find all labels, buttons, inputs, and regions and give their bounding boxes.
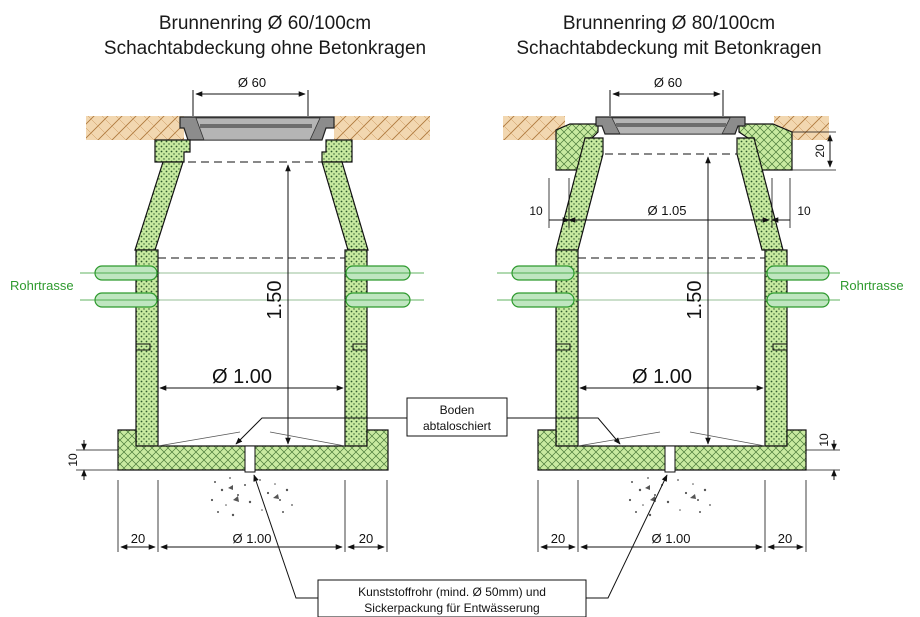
left-base-height-label: 10 <box>66 453 80 467</box>
right-base-dia-label: Ø 1.00 <box>651 531 690 546</box>
left-inner-dia-label: Ø 1.00 <box>212 366 272 388</box>
left-base-right-label: 20 <box>359 531 373 546</box>
right-bottom-dimensions: 20 Ø 1.00 20 <box>537 480 807 552</box>
right-soil-left <box>503 116 565 140</box>
right-drain-pipe <box>664 445 676 473</box>
left-height-label: 1.50 <box>264 281 286 320</box>
left-pipe-route: Rohrtrasse <box>10 265 424 308</box>
right-title-line2: Schachtabdeckung mit Betonkragen <box>516 38 821 59</box>
left-cover-dia-label: Ø 60 <box>238 75 266 90</box>
right-cover-dimension: Ø 60 <box>609 75 724 116</box>
right-title-line1: Brunnenring Ø 80/100cm <box>563 13 775 34</box>
right-pipe-label: Rohrtrasse <box>840 278 904 293</box>
right-shaft: Brunnenring Ø 80/100cm Schachtabdeckung … <box>497 13 904 552</box>
left-top-ring-right <box>321 139 353 163</box>
right-pipe-route: Rohrtrasse <box>497 265 904 308</box>
right-cone-dimension: 10 Ø 1.05 10 <box>529 178 811 228</box>
right-inner-dia-label: Ø 1.00 <box>632 366 692 388</box>
right-collar-height-dimension: 20 <box>792 131 836 171</box>
right-cover-dia-label: Ø 60 <box>654 75 682 90</box>
drain-callout: Kunststoffrohr (mind. Ø 50mm) und Sicker… <box>253 474 668 617</box>
right-gravel-pack <box>628 477 711 517</box>
left-soil-left <box>86 116 184 140</box>
right-base-right-label: 20 <box>778 531 792 546</box>
left-pipe-label: Rohrtrasse <box>10 278 74 293</box>
drain-callout-line1: Kunststoffrohr (mind. Ø 50mm) und <box>358 585 546 599</box>
right-cone-dia-label: Ø 1.05 <box>647 203 686 218</box>
drain-callout-line2: Sickerpackung für Entwässerung <box>364 601 539 615</box>
left-cone-wall-right <box>321 161 369 251</box>
left-shaft: Brunnenring Ø 60/100cm Schachtabdeckung … <box>10 13 430 552</box>
right-height-dimension: 1.50 <box>684 156 711 445</box>
left-cover-dimension: Ø 60 <box>192 75 309 116</box>
right-manhole-cover <box>595 116 746 135</box>
left-base-height-dimension: 10 <box>66 440 118 480</box>
right-collar-height-label: 20 <box>813 144 827 158</box>
left-base-dia-label: Ø 1.00 <box>232 531 271 546</box>
left-gravel-pack <box>210 477 293 517</box>
left-soil-right <box>334 116 430 140</box>
left-manhole-cover <box>179 116 335 141</box>
right-base-height-label: 10 <box>817 433 831 447</box>
right-base-left-label: 20 <box>551 531 565 546</box>
left-top-ring-left <box>154 139 191 163</box>
right-base-height-dimension: 10 <box>806 433 840 480</box>
floor-callout: Boden abtaloschiert <box>235 397 621 445</box>
left-height-dimension: 1.50 <box>264 164 291 445</box>
floor-callout-line2: abtaloschiert <box>423 419 492 433</box>
left-cone-wall-left <box>134 161 184 251</box>
left-title-line2: Schachtabdeckung ohne Betonkragen <box>104 38 426 59</box>
right-cone-right-label: 10 <box>797 204 811 218</box>
left-bottom-dimensions: 20 Ø 1.00 20 <box>117 480 388 552</box>
right-height-label: 1.50 <box>684 281 706 320</box>
right-cone-left-label: 10 <box>529 204 543 218</box>
left-title-line1: Brunnenring Ø 60/100cm <box>159 13 371 34</box>
left-base-left-label: 20 <box>131 531 145 546</box>
left-drain-pipe <box>244 445 256 473</box>
floor-callout-line1: Boden <box>440 403 475 417</box>
